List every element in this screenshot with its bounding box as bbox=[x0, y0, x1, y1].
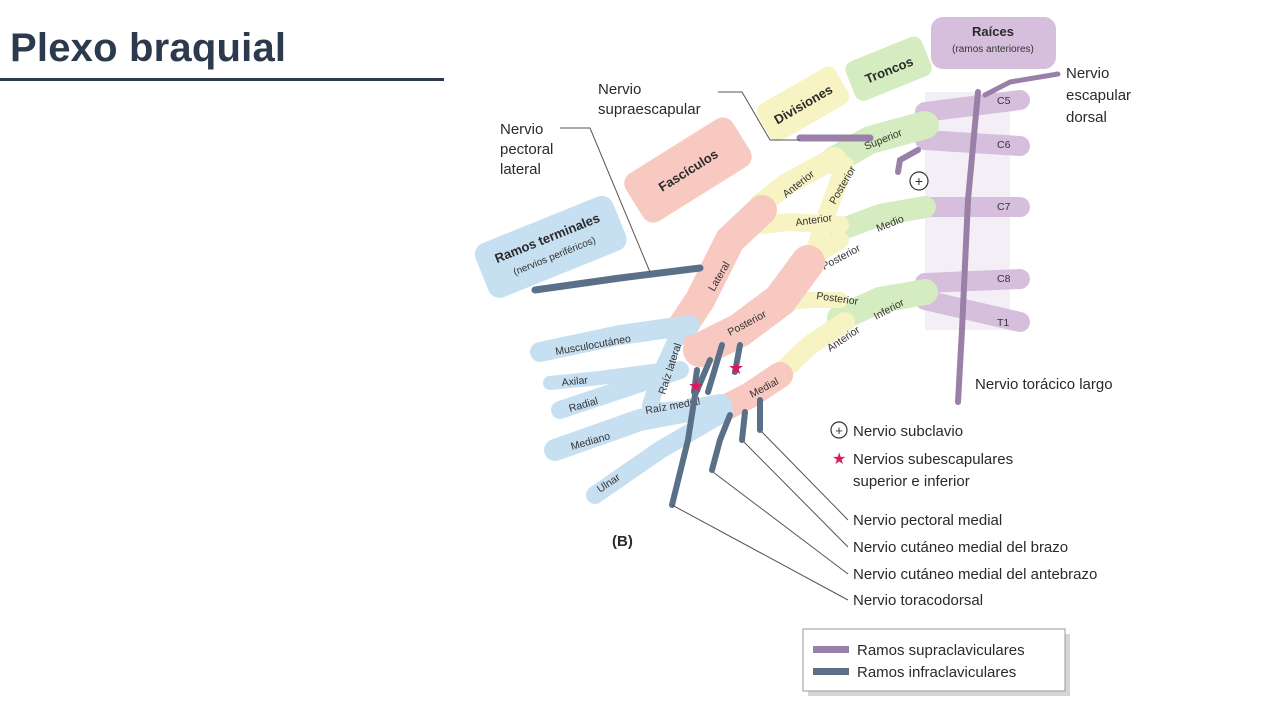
musculocutaneous-tube bbox=[530, 315, 700, 362]
divisions-zone-box bbox=[756, 66, 850, 142]
svg-text:+: + bbox=[915, 173, 923, 189]
callout-dorsal-scapular-3: dorsal bbox=[1066, 109, 1107, 126]
legend-label-infraclavicular: Ramos infraclaviculares bbox=[857, 664, 1016, 681]
root-label-c5: C5 bbox=[997, 95, 1011, 107]
dorsal-scapular-nerve bbox=[982, 71, 1061, 98]
branch-label-axilar: Axilar bbox=[561, 374, 589, 389]
legend-swatch-infraclavicular bbox=[813, 668, 849, 675]
division-superior-posterior bbox=[806, 156, 854, 259]
callout-dorsal-scapular-2: escapular bbox=[1066, 87, 1131, 104]
callout-lateral-pectoral-3: lateral bbox=[500, 161, 541, 178]
title-underline bbox=[0, 78, 444, 81]
panel-label: (B) bbox=[612, 533, 633, 550]
terminal-zone-box bbox=[474, 195, 627, 298]
axillary-tube bbox=[543, 363, 667, 390]
root-t1-tube bbox=[915, 290, 1030, 332]
cords-zone-box bbox=[624, 117, 752, 223]
slide-title: Plexo braquial bbox=[10, 26, 287, 70]
key-subclavian: Nervio subclavio bbox=[853, 423, 963, 440]
legend-box bbox=[802, 628, 1066, 692]
callouts-bottom: Nervio pectoral medial Nervio cutáneo me… bbox=[612, 431, 1097, 609]
trunks-zone-box bbox=[845, 36, 932, 101]
thoracodorsal-nerve bbox=[669, 357, 713, 508]
leader-medial-pectoral bbox=[761, 431, 849, 521]
callout-lateral-pectoral-2: pectoral bbox=[500, 141, 553, 158]
leader-lateral-pectoral bbox=[560, 127, 651, 273]
key-subscapular-1: Nervios subescapulares bbox=[853, 451, 1013, 468]
leader-thoracodorsal bbox=[671, 504, 849, 601]
key-subscapular-2: superior e inferior bbox=[853, 473, 970, 490]
callout-medial-pectoral: Nervio pectoral medial bbox=[853, 512, 1002, 529]
subscapular-star-1: ★ bbox=[688, 376, 704, 396]
medial-root-of-median bbox=[643, 398, 732, 417]
svg-text:+: + bbox=[835, 423, 843, 438]
callouts-left: Nervio supraescapular Nervio pectoral la… bbox=[500, 65, 1131, 393]
roots-zone-label: Raíces bbox=[972, 24, 1014, 39]
callout-medial-cutaneous-forearm: Nervio cutáneo medial del antebrazo bbox=[853, 566, 1097, 583]
lateral-root-of-median bbox=[642, 322, 688, 413]
root-label-c7: C7 bbox=[997, 201, 1011, 213]
callout-suprascapular-1: Nervio bbox=[598, 81, 641, 98]
roots-zone-box bbox=[931, 17, 1056, 69]
division-medio-anterior bbox=[751, 212, 849, 234]
cord-posterior-tube bbox=[683, 245, 825, 367]
subscapular-nerve-lower bbox=[732, 342, 743, 375]
leader-suprascapular bbox=[718, 91, 800, 141]
long-thoracic-nerve bbox=[955, 89, 981, 405]
root-label-c6: C6 bbox=[997, 139, 1011, 151]
leader-medial-cutaneous-arm bbox=[743, 441, 849, 548]
subclavian-key-icon bbox=[830, 421, 848, 439]
subclavian-marker: + bbox=[909, 171, 929, 191]
leader-medial-cutaneous-forearm bbox=[712, 471, 849, 575]
callout-dorsal-scapular-1: Nervio bbox=[1066, 65, 1109, 82]
division-label-5: Posterior bbox=[816, 290, 860, 308]
zone-headers: Raíces (ramos anteriores) Troncos Divisi… bbox=[474, 17, 1056, 298]
callout-lateral-pectoral-1: Nervio bbox=[500, 121, 543, 138]
trunk-inferior-tube bbox=[827, 279, 938, 331]
trunk-medio-tube bbox=[829, 196, 936, 241]
root-label-c8: C8 bbox=[997, 273, 1011, 285]
root-label-t1: T1 bbox=[997, 317, 1009, 329]
medial-cutaneous-forearm-nerve bbox=[709, 412, 733, 473]
root-c5-tube bbox=[915, 90, 1030, 122]
key-star-icon: ★ bbox=[832, 451, 846, 468]
roots-group: C5 C6 C7 C8 T1 bbox=[915, 71, 1061, 405]
root-c8-tube bbox=[915, 269, 1030, 293]
division-label-3: Anterior bbox=[795, 212, 834, 229]
callout-long-thoracic: Nervio torácico largo bbox=[975, 376, 1113, 393]
subscapular-nerve-upper bbox=[705, 342, 725, 395]
subscapular-small bbox=[691, 367, 700, 395]
key: + Nervio subclavio ★ Nervios subescapula… bbox=[830, 421, 1013, 490]
roots-zone-sublabel: (ramos anteriores) bbox=[952, 44, 1034, 55]
cord-medial-tube bbox=[712, 362, 793, 421]
subscapular-star-2: ★ bbox=[728, 358, 744, 378]
callout-thoracodorsal: Nervio toracodorsal bbox=[853, 592, 983, 609]
ulnar-tube bbox=[586, 403, 734, 504]
subclavian-nerve bbox=[895, 147, 921, 175]
callout-suprascapular-2: supraescapular bbox=[598, 101, 701, 118]
medial-cutaneous-arm-nerve bbox=[739, 409, 748, 443]
callout-medial-cutaneous-arm: Nervio cutáneo medial del brazo bbox=[853, 539, 1068, 556]
lateral-pectoral-nerve bbox=[531, 264, 704, 294]
legend-swatch-supraclavicular bbox=[813, 646, 849, 653]
legend: Ramos supraclaviculares Ramos infraclavi… bbox=[802, 628, 1070, 696]
legend-label-supraclavicular: Ramos supraclaviculares bbox=[857, 642, 1025, 659]
